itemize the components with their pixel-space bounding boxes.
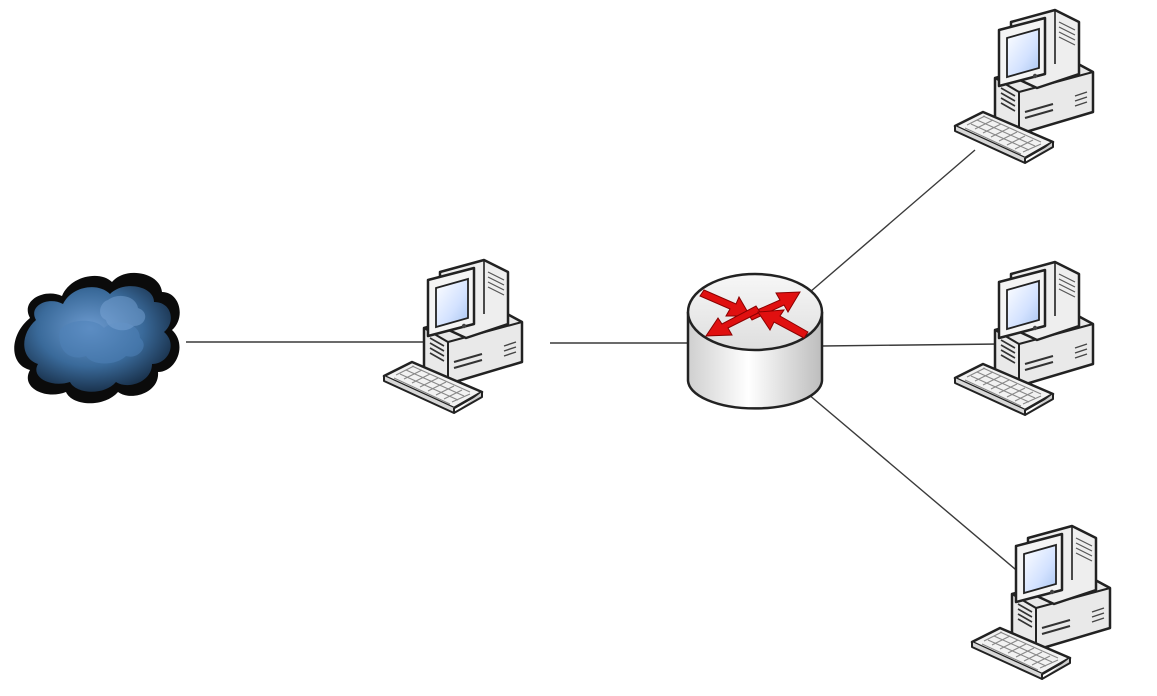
router-icon: [686, 272, 824, 410]
connection-lines: [186, 149, 1029, 581]
desktop-computer-icon: [382, 258, 524, 415]
cloud-icon: [14, 272, 180, 404]
link-router-client3: [807, 393, 1029, 581]
link-router-client2: [821, 343, 1001, 347]
link-router-client1: [809, 149, 976, 293]
desktop-computer-icon: [953, 260, 1095, 417]
desktop-computer-icon: [970, 524, 1112, 681]
desktop-computer-icon: [953, 8, 1095, 165]
